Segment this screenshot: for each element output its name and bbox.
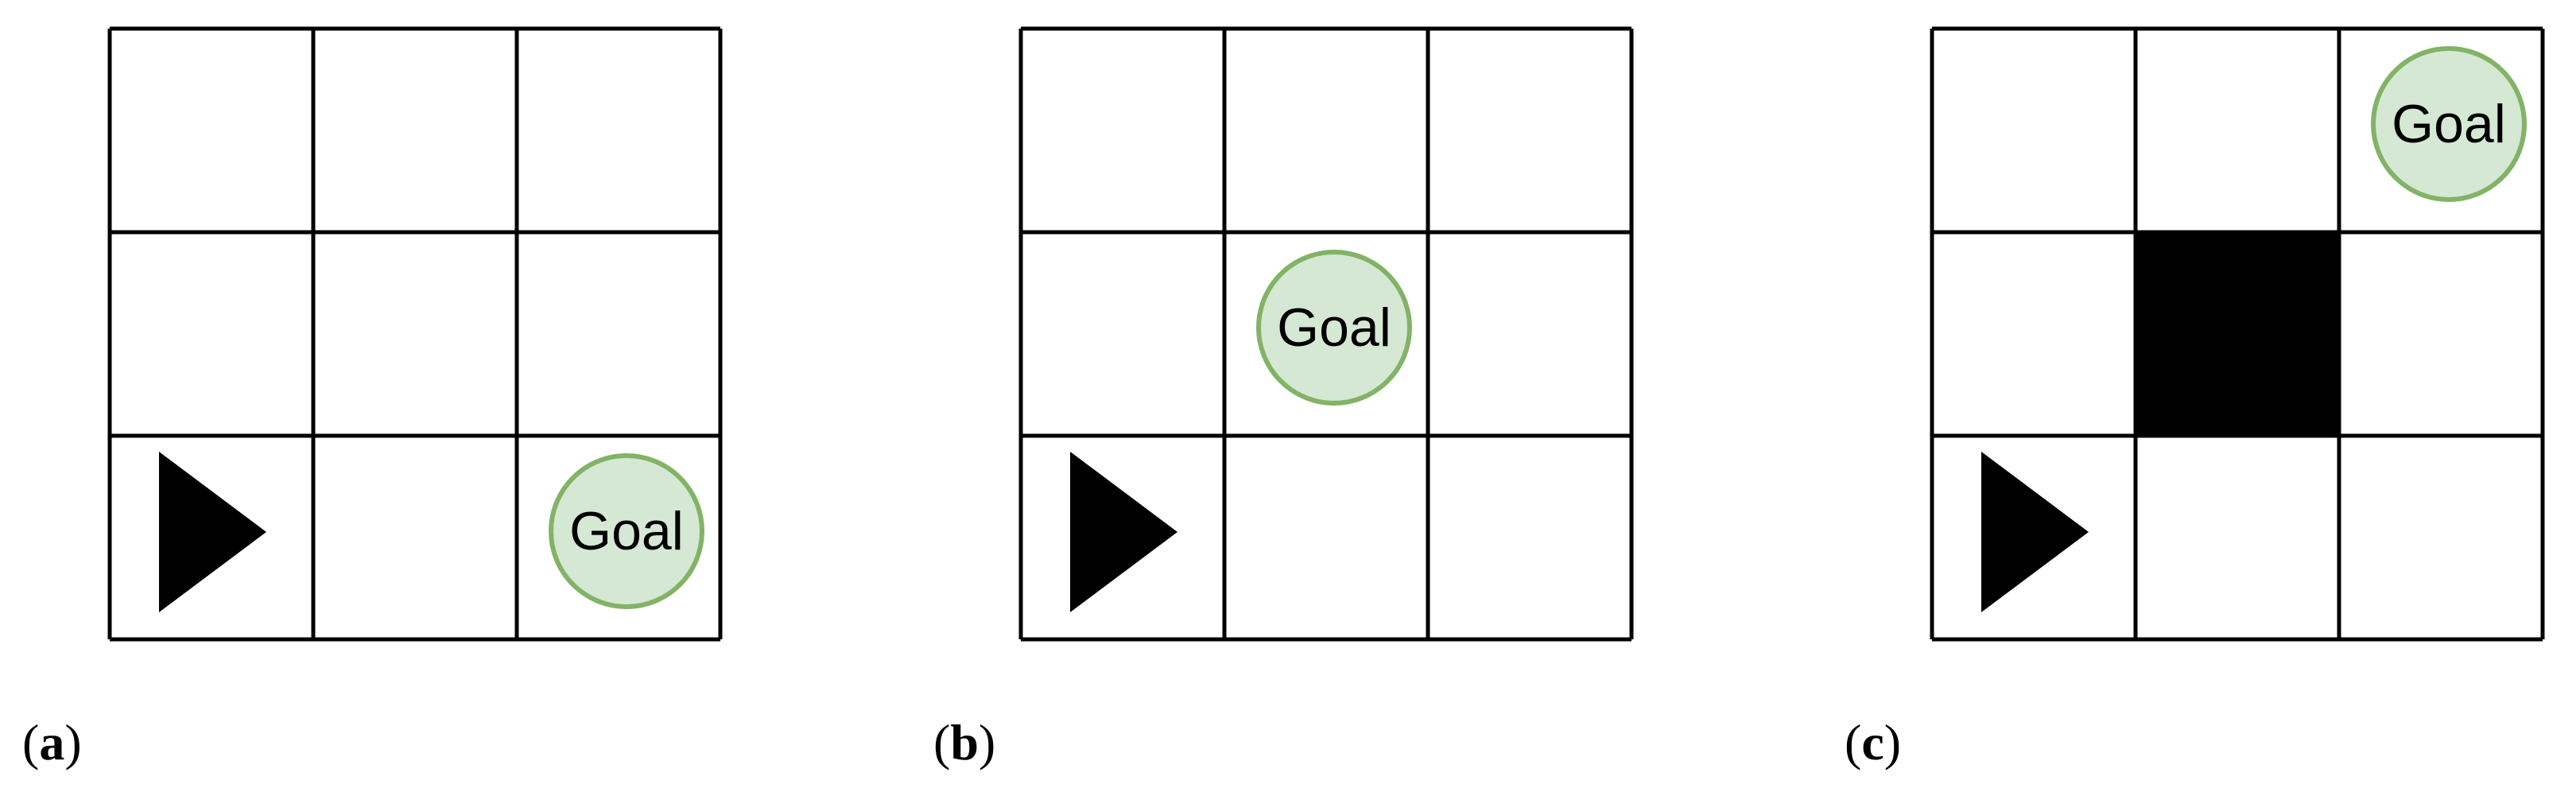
agent-triangle-right-icon: [159, 452, 266, 612]
panel-a-grid: [107, 26, 723, 642]
panel-a: Goal (a): [22, 26, 723, 771]
panel-c-label-open: (: [1845, 714, 1861, 771]
panel-a-goal: Goal: [549, 453, 704, 609]
panel-a-label-letter: a: [39, 714, 64, 771]
panel-c-obstacles: [2136, 232, 2339, 436]
panel-c-label-close: ): [1884, 714, 1901, 771]
panel-a-label-open: (: [22, 714, 39, 771]
panel-b-label-close: ): [979, 714, 995, 771]
goal-circle: [1256, 250, 1412, 406]
panel-c-goal: Goal: [2371, 46, 2527, 202]
agent-triangle-right-icon: [1070, 452, 1177, 612]
panel-b-label-open: (: [933, 714, 950, 771]
obstacle-cell: [2136, 232, 2339, 436]
agent-triangle-right-icon: [1981, 452, 2089, 612]
panel-a-label-close: ): [64, 714, 81, 771]
panel-b-goal: Goal: [1256, 250, 1412, 406]
goal-circle: [549, 453, 704, 609]
goal-label: Goal: [2392, 94, 2506, 154]
panel-b: Goal (b): [933, 26, 1634, 771]
panel-b-label: (b): [933, 714, 995, 771]
goal-circle: [2371, 46, 2527, 202]
panel-a-label: (a): [22, 714, 82, 771]
panel-c-label: (c): [1845, 714, 1901, 771]
panel-c: Goal (c): [1845, 26, 2545, 771]
panel-b-grid: [1018, 26, 1634, 642]
goal-label: Goal: [569, 501, 684, 561]
panel-b-label-letter: b: [950, 714, 979, 771]
panel-c-label-letter: c: [1861, 714, 1884, 771]
goal-label: Goal: [1277, 297, 1391, 358]
